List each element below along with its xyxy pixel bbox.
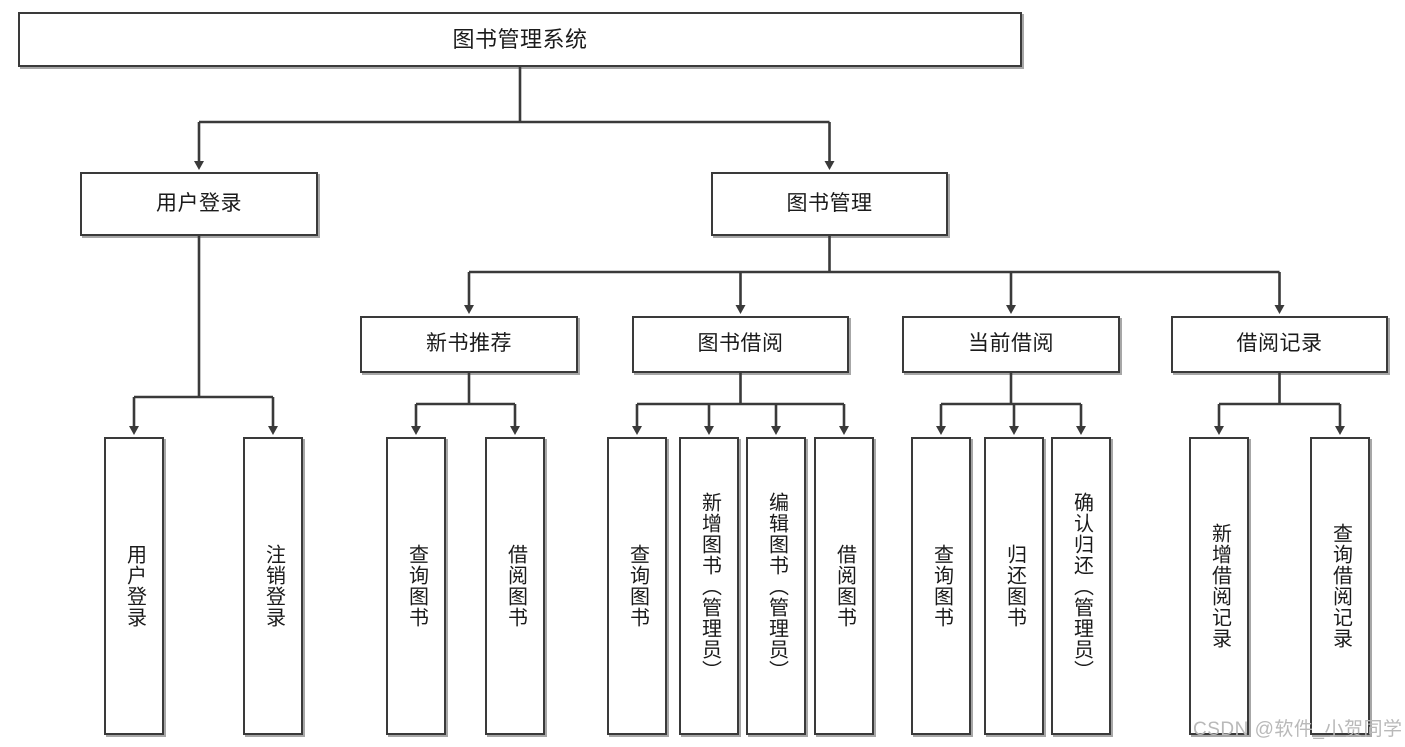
level2-node-0[interactable]: 新书推荐 (360, 316, 578, 373)
leaf-node-4[interactable]: 查询图书 (607, 437, 667, 735)
level2-node-1[interactable]: 图书借阅 (632, 316, 849, 373)
node-label: 当前借阅 (968, 332, 1054, 356)
node-label: 图书管理 (786, 191, 873, 215)
node-label: 查询图书 (626, 544, 649, 628)
node-label: 借阅图书 (833, 544, 856, 628)
node-label: 确认归还（管理员） (1070, 491, 1093, 681)
leaf-node-12[interactable]: 查询借阅记录 (1310, 437, 1370, 735)
level2-node-2[interactable]: 当前借阅 (902, 316, 1120, 373)
leaf-node-1[interactable]: 注销登录 (243, 437, 303, 735)
level1-node-0[interactable]: 用户登录 (80, 172, 318, 236)
node-label: 查询图书 (930, 544, 953, 628)
level1-node-1[interactable]: 图书管理 (711, 172, 948, 236)
node-label: 查询图书 (405, 544, 428, 628)
node-label: 新增借阅记录 (1208, 523, 1231, 649)
node-label: 新书推荐 (426, 332, 512, 356)
leaf-node-0[interactable]: 用户登录 (104, 437, 164, 735)
leaf-node-10[interactable]: 确认归还（管理员） (1051, 437, 1111, 735)
leaf-node-3[interactable]: 借阅图书 (485, 437, 545, 735)
leaf-node-6[interactable]: 编辑图书（管理员） (746, 437, 806, 735)
leaf-node-7[interactable]: 借阅图书 (814, 437, 874, 735)
leaf-node-8[interactable]: 查询图书 (911, 437, 971, 735)
root-node-图书管理系统[interactable]: 图书管理系统 (18, 12, 1022, 67)
node-label: 用户登录 (156, 191, 242, 215)
leaf-node-9[interactable]: 归还图书 (984, 437, 1044, 735)
watermark-text: CSDN @软件_小贺同学 (1193, 719, 1403, 740)
node-label: 新增图书（管理员） (698, 491, 721, 681)
node-label: 查询借阅记录 (1329, 523, 1352, 649)
node-label: 借阅图书 (504, 544, 527, 628)
node-label: 注销登录 (262, 544, 285, 628)
node-label: 归还图书 (1003, 544, 1026, 628)
level2-node-3[interactable]: 借阅记录 (1171, 316, 1388, 373)
node-label: 用户登录 (123, 544, 146, 628)
node-label: 图书管理系统 (452, 26, 588, 52)
node-label: 借阅记录 (1236, 332, 1323, 356)
node-label: 编辑图书（管理员） (765, 491, 788, 681)
node-label: 图书借阅 (697, 332, 784, 356)
leaf-node-11[interactable]: 新增借阅记录 (1189, 437, 1249, 735)
leaf-node-2[interactable]: 查询图书 (386, 437, 446, 735)
leaf-node-5[interactable]: 新增图书（管理员） (679, 437, 739, 735)
